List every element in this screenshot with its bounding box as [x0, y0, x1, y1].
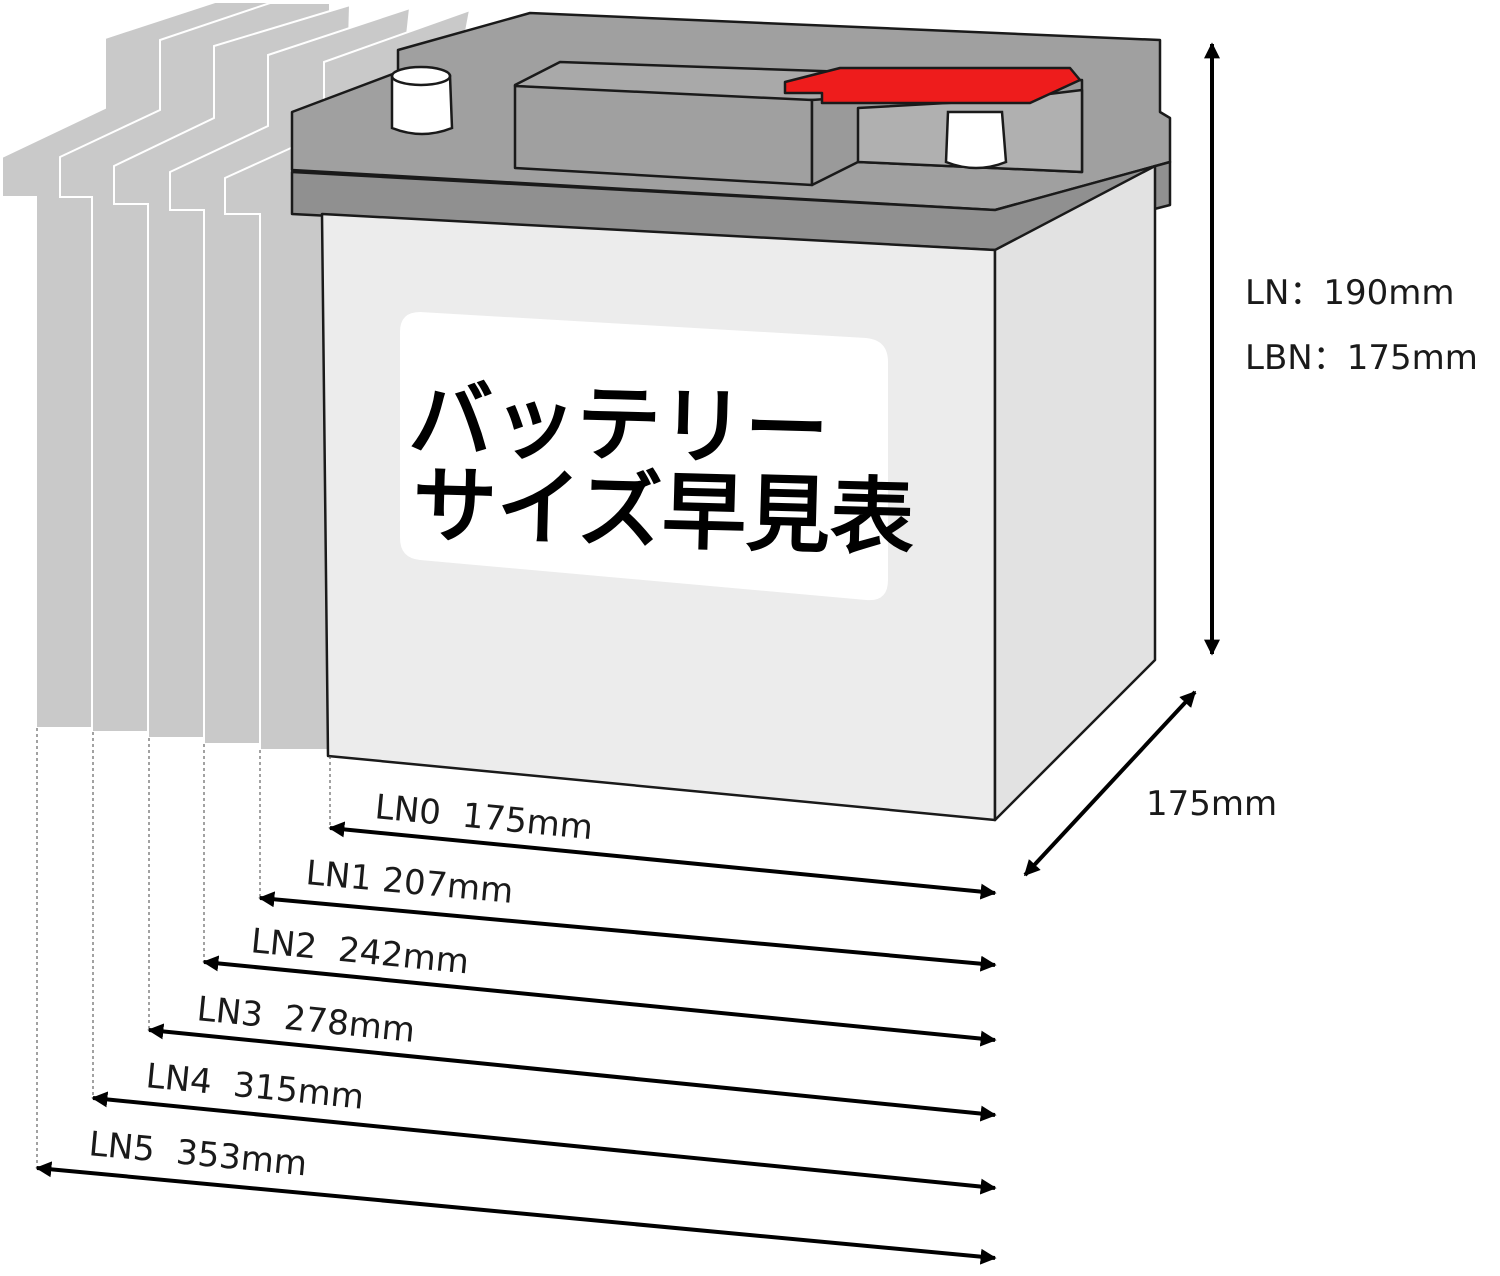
height-ln-text: LN：190mm	[1245, 273, 1455, 313]
battery-label: バッテリー サイズ早見表	[400, 312, 915, 601]
terminals	[390, 65, 1008, 170]
height-lbn-text: LBN：175mm	[1245, 338, 1478, 378]
length-label: LN3 278mm	[195, 989, 417, 1051]
battery-lid-rim	[290, 160, 1172, 252]
depth-arrow	[1023, 690, 1197, 877]
length-arrow	[328, 821, 997, 900]
length-label: LN2 242mm	[249, 921, 471, 982]
positive-terminal-cover	[783, 66, 1082, 105]
lid-center-block-front	[513, 84, 814, 187]
battery-side-face	[993, 164, 1157, 822]
label-title-line2: サイズ早見表	[411, 456, 915, 567]
length-arrow	[258, 891, 997, 972]
depth-text: 175mm	[1146, 784, 1277, 824]
length-label: LN0 175mm	[373, 787, 595, 848]
length-label: LN4 315mm	[144, 1056, 366, 1118]
length-arrow	[35, 1161, 997, 1265]
label-card	[400, 312, 888, 601]
negative-terminal-post	[390, 65, 454, 136]
label-title-line1: バッテリー	[407, 370, 829, 479]
positive-terminal-post	[944, 110, 1008, 170]
